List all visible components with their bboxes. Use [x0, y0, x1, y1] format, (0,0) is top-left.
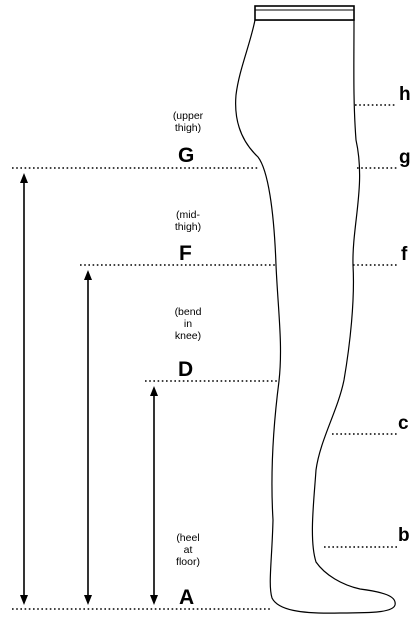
level-label-h: h [399, 84, 411, 105]
leg-outline [235, 19, 396, 614]
level-label-D: D [178, 358, 194, 381]
level-label-G: G [178, 144, 195, 167]
note-G: (upper thigh) [172, 110, 204, 134]
note-A: (heel at floor) [176, 532, 200, 568]
level-label-g: g [399, 147, 411, 168]
note-D: (bend in knee) [174, 306, 202, 342]
note-F: (mid- thigh) [174, 209, 202, 233]
level-label-c: c [398, 413, 409, 434]
level-label-b: b [398, 525, 410, 546]
level-label-f: f [401, 244, 408, 265]
waistband [254, 5, 355, 21]
level-label-F: F [179, 242, 192, 265]
level-label-A: A [179, 586, 195, 609]
